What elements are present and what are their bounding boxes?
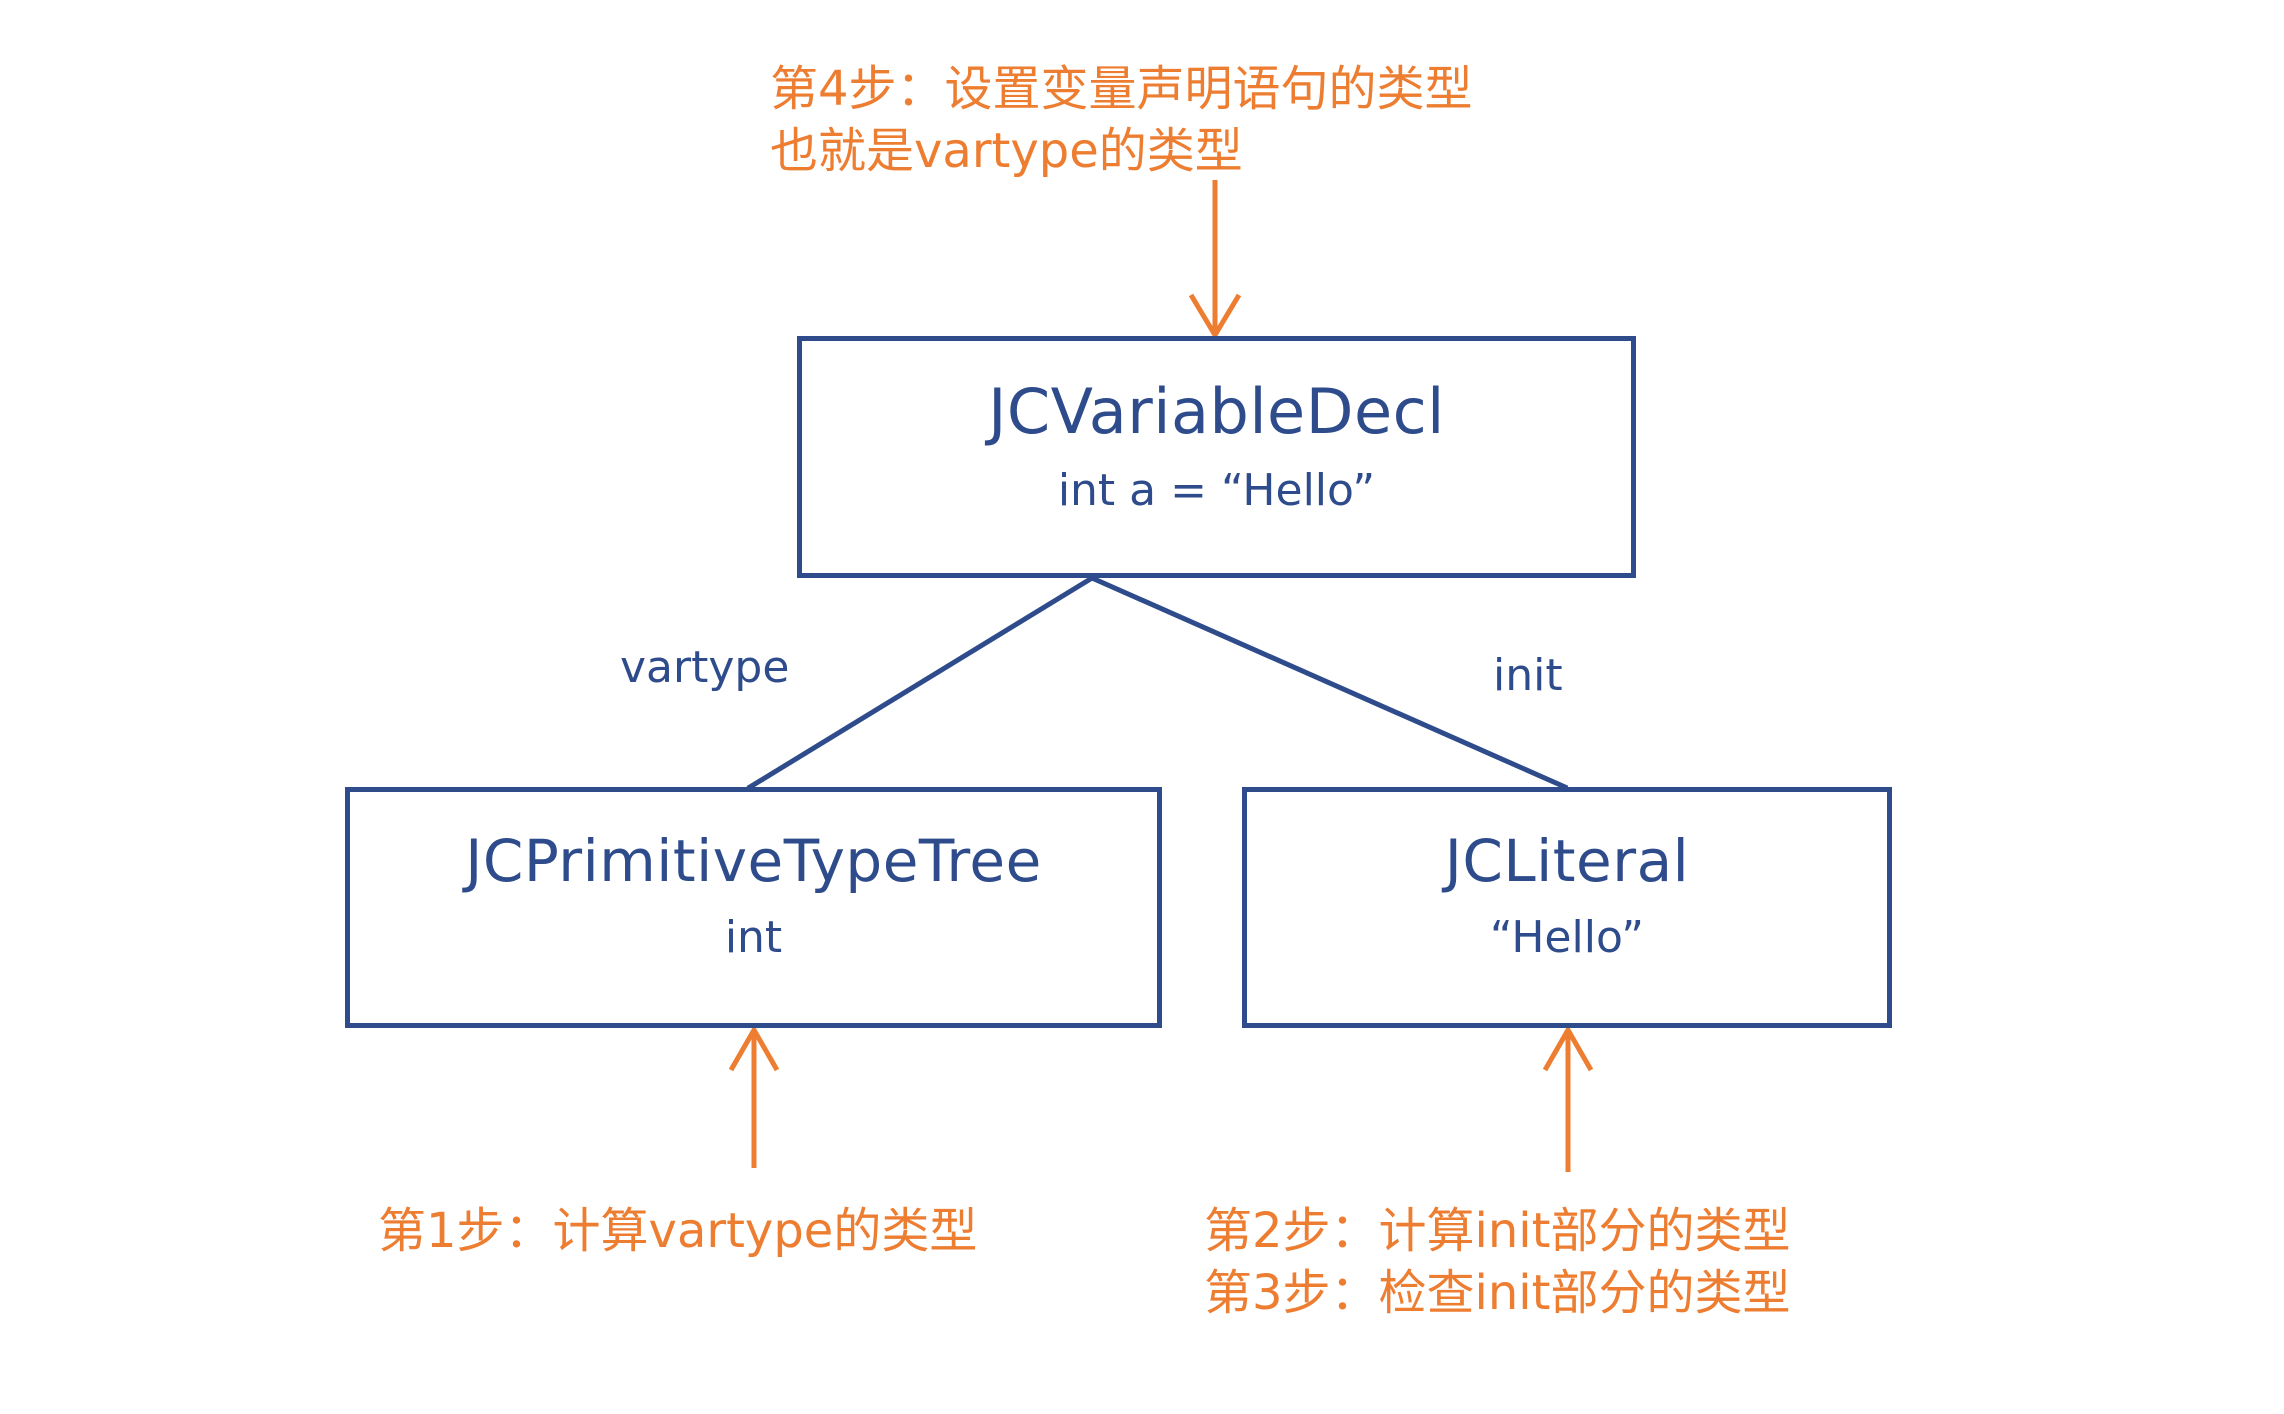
node-jcliteral[interactable]: JCLiteral “Hello”: [1242, 787, 1892, 1028]
annotation-step4-line2: 也就是vartype的类型: [770, 123, 1243, 180]
node-jcprimitivetypetree-subtitle: int: [724, 912, 783, 963]
connector-root-to-vartype: [746, 574, 1096, 791]
arrow-step1-head: [728, 1024, 780, 1072]
arrow-step23-head: [1542, 1024, 1594, 1072]
annotation-step1-line1: 第1步：计算vartype的类型: [378, 1203, 978, 1259]
annotation-step4: 第4步：设置变量声明语句的类型 也就是vartype的类型: [770, 58, 1473, 183]
edge-label-vartype: vartype: [620, 642, 790, 693]
node-jcliteral-subtitle: “Hello”: [1489, 912, 1645, 963]
edge-label-init: init: [1493, 650, 1563, 701]
annotation-step3-line: 第3步：检查init部分的类型: [1204, 1265, 1791, 1322]
node-jcvariabledecl-title: JCVariableDecl: [988, 375, 1445, 448]
node-jcliteral-title: JCLiteral: [1444, 827, 1690, 895]
annotation-step2-line: 第2步：计算init部分的类型: [1204, 1203, 1791, 1259]
arrow-step4-head: [1188, 293, 1242, 340]
node-jcprimitivetypetree-title: JCPrimitiveTypeTree: [465, 827, 1042, 895]
node-jcvariabledecl[interactable]: JCVariableDecl int a = “Hello”: [797, 336, 1636, 578]
annotation-step23: 第2步：计算init部分的类型 第3步：检查init部分的类型: [1204, 1200, 1790, 1325]
node-jcvariabledecl-subtitle: int a = “Hello”: [1057, 465, 1376, 516]
connector-root-to-init: [1088, 574, 1569, 791]
annotation-step4-line1: 第4步：设置变量声明语句的类型: [770, 61, 1473, 117]
node-jcprimitivetypetree[interactable]: JCPrimitiveTypeTree int: [345, 787, 1162, 1028]
annotation-step1: 第1步：计算vartype的类型: [378, 1200, 977, 1262]
